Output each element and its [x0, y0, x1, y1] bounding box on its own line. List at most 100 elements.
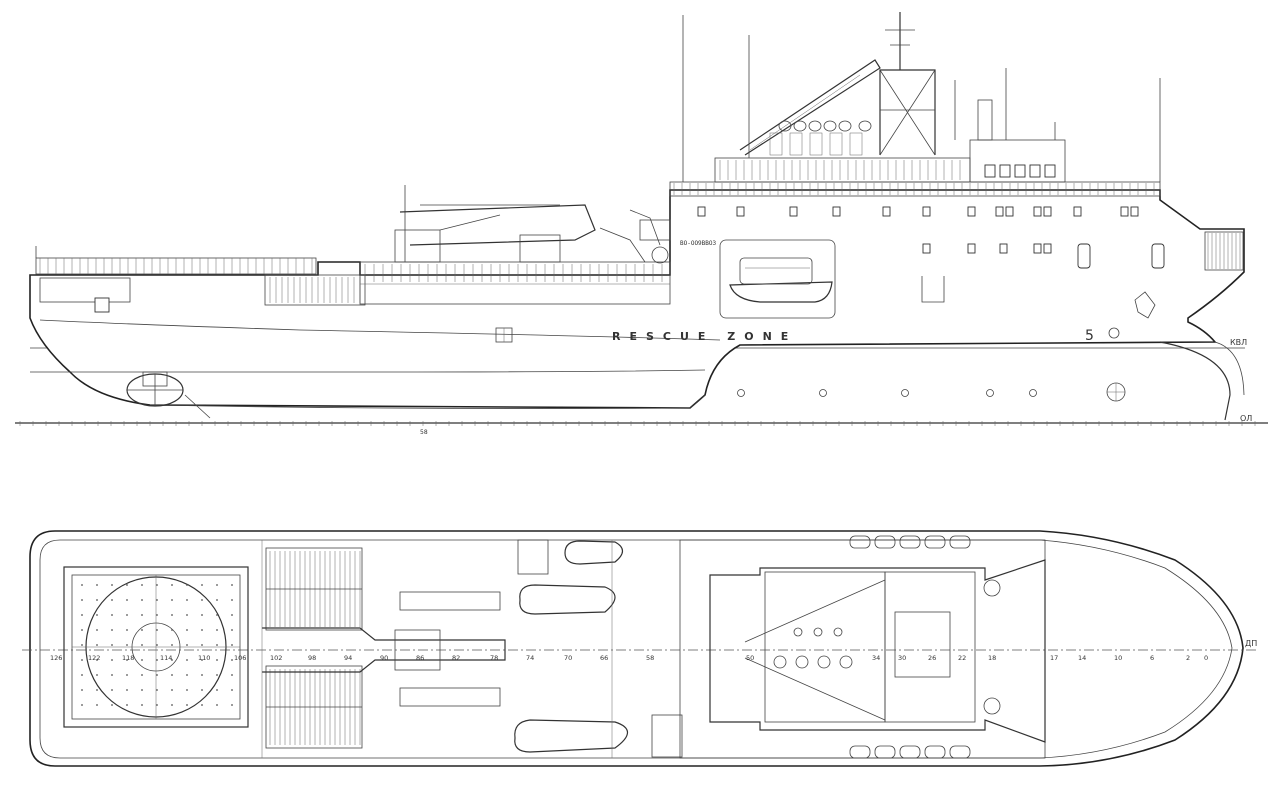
deck-edge [39, 539, 1233, 759]
tie-down [111, 659, 113, 661]
window [832, 206, 841, 217]
tie-down [81, 599, 83, 601]
workboat-upper [519, 584, 616, 615]
radar-dome [823, 120, 837, 132]
hull-portholes [737, 389, 1037, 397]
radar-dome [858, 120, 872, 132]
mast-base [894, 611, 951, 678]
equipment-drum [839, 655, 853, 669]
tie-down [201, 689, 203, 691]
liferaft [849, 745, 871, 759]
porthole [901, 389, 909, 397]
radar-dome [778, 120, 792, 132]
baseline-ticks [19, 421, 1256, 426]
tie-down [231, 629, 233, 631]
tie-down [231, 704, 233, 706]
tie-down [81, 659, 83, 661]
tie-down [216, 599, 218, 601]
tie-down [186, 689, 188, 691]
tie-down [171, 584, 173, 586]
deck-crane-boom [399, 204, 596, 246]
frame-number: 14 [1078, 654, 1086, 662]
wheelhouse-window [1029, 164, 1041, 178]
tie-down [126, 614, 128, 616]
tie-down [156, 704, 158, 706]
wheelhouse-window [1044, 164, 1056, 178]
tie-down [171, 704, 173, 706]
tie-down [96, 689, 98, 691]
equipment-drum [773, 655, 787, 669]
frame-number: 66 [600, 654, 608, 662]
equipment-drum [833, 627, 843, 637]
davit [599, 209, 661, 263]
hull-outline [29, 189, 1245, 409]
window [789, 206, 798, 217]
propeller [126, 371, 211, 419]
porthole [819, 389, 827, 397]
frame-number: 58 [646, 654, 654, 662]
frame-number: 90 [380, 654, 388, 662]
tie-down [186, 674, 188, 676]
tie-down [171, 674, 173, 676]
centerline-label: ДП [1245, 639, 1257, 648]
liferaft [874, 745, 896, 759]
stern-equipment [39, 277, 131, 303]
frame-number: 106 [234, 654, 246, 662]
tie-down [126, 704, 128, 706]
frame-number: 17 [1050, 654, 1058, 662]
tie-down [126, 689, 128, 691]
tie-down [201, 599, 203, 601]
tie-down [201, 704, 203, 706]
tie-down [216, 629, 218, 631]
anchor [1134, 291, 1156, 319]
equipment [789, 132, 803, 156]
tie-down [156, 689, 158, 691]
frame-number: 26 [928, 654, 936, 662]
tie-down [81, 644, 83, 646]
deck-crane-rail [262, 627, 506, 673]
tie-down [81, 704, 83, 706]
tie-down [111, 614, 113, 616]
tie-down [231, 644, 233, 646]
tie-down [231, 614, 233, 616]
tie-down [156, 629, 158, 631]
equipment [849, 132, 863, 156]
tie-down [186, 584, 188, 586]
tie-down [111, 584, 113, 586]
window [1073, 206, 1082, 217]
bow-number: 5 [1085, 328, 1094, 344]
rescue-boat-bay [719, 239, 836, 319]
winch-upper [399, 591, 501, 611]
tie-down [186, 704, 188, 706]
tie-down [141, 614, 143, 616]
tie-down [186, 644, 188, 646]
bridge-equipment [769, 120, 872, 156]
tie-down [141, 674, 143, 676]
window [1005, 206, 1014, 217]
frame-number: 74 [526, 654, 534, 662]
main-mast [879, 69, 936, 155]
frame-number: 2 [1186, 654, 1190, 662]
frame-number: 34 [872, 654, 880, 662]
equipment-drum [813, 627, 823, 637]
equipment-drum [793, 627, 803, 637]
equipment-drum [795, 655, 809, 669]
tie-down [171, 659, 173, 661]
tie-down [141, 599, 143, 601]
tie-down [126, 584, 128, 586]
tie-down [81, 584, 83, 586]
wheelhouse-window [984, 164, 996, 178]
tie-down [141, 704, 143, 706]
frame-number: 118 [122, 654, 134, 662]
wheelhouse-window [999, 164, 1011, 178]
frame-number: 98 [308, 654, 316, 662]
liferaft [924, 535, 946, 549]
tie-down [111, 599, 113, 601]
door [1077, 243, 1091, 269]
wheelhouse-window [1014, 164, 1026, 178]
scale-mark: 58 [420, 429, 428, 436]
tie-down [216, 674, 218, 676]
tie-down [126, 629, 128, 631]
helideck [63, 566, 249, 728]
